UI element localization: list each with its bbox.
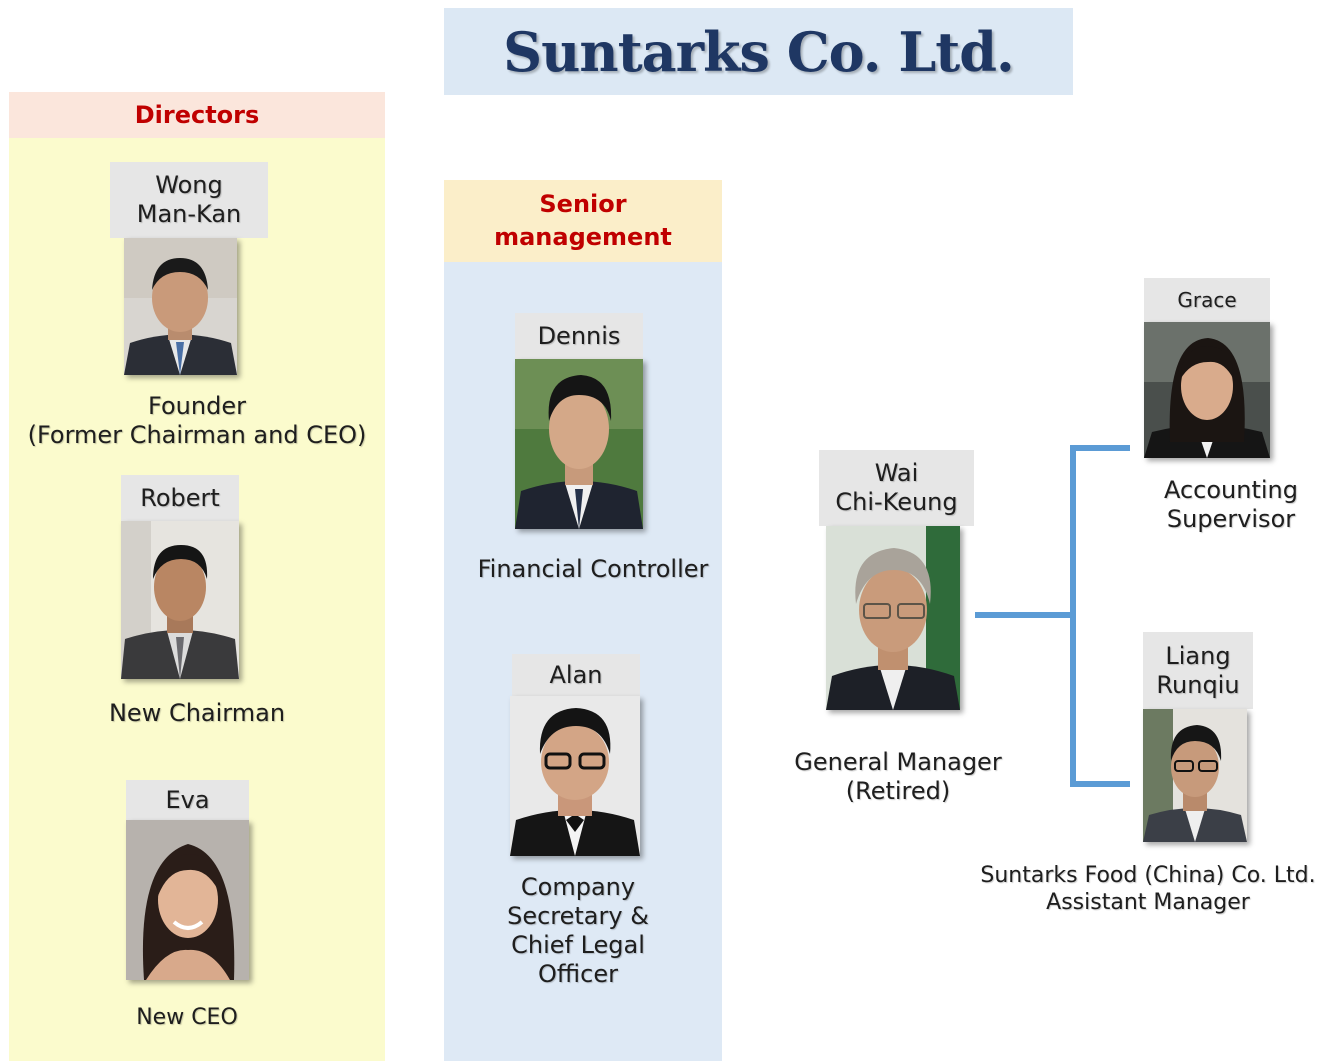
person-name-grace: Grace (1144, 278, 1270, 322)
photo-wai-chi-keung (826, 526, 960, 710)
name-line: Robert (140, 483, 220, 512)
role-line: General Manager (794, 748, 1002, 776)
role-line: Suntarks Food (China) Co. Ltd. (980, 863, 1316, 888)
role-line: Financial Controller (477, 555, 709, 583)
name-line: Man-Kan (136, 200, 242, 228)
role-line: Officer (538, 960, 618, 988)
directors-heading: Directors (134, 100, 260, 129)
title-banner: Suntarks Co. Ltd. (444, 8, 1073, 95)
company-title: Suntarks Co. Ltd. (503, 19, 1015, 84)
role-wong-man-kan: Founder (Former Chairman and CEO) (9, 392, 385, 450)
photo-liang-runqiu (1143, 709, 1247, 842)
portrait-icon (515, 359, 643, 529)
role-line: Founder (148, 392, 246, 420)
person-name-robert: Robert (121, 475, 239, 521)
role-wai-chi-keung: General Manager (Retired) (778, 748, 1018, 806)
role-eva: New CEO (9, 1004, 365, 1031)
person-name-liang-runqiu: Liang Runqiu (1143, 632, 1253, 709)
role-dennis: Financial Controller (444, 555, 742, 584)
heading-line: management (494, 223, 672, 251)
role-line: Supervisor (1166, 505, 1296, 533)
photo-dennis (515, 359, 643, 529)
portrait-icon (126, 820, 249, 980)
name-line: Runqiu (1156, 670, 1240, 699)
person-name-eva: Eva (126, 780, 249, 820)
senior-management-header: Senior management (444, 180, 722, 262)
portrait-icon (1143, 709, 1247, 842)
role-line: Accounting (1163, 476, 1298, 504)
role-line: New CEO (136, 1005, 238, 1030)
portrait-icon (826, 526, 960, 710)
name-line: Alan (549, 660, 603, 689)
role-liang-runqiu: Suntarks Food (China) Co. Ltd. Assistant… (978, 862, 1318, 916)
person-name-alan: Alan (512, 654, 640, 696)
name-line: Chi-Keung (835, 488, 958, 516)
portrait-icon (510, 696, 640, 856)
portrait-icon (1144, 322, 1270, 458)
directors-header: Directors (9, 92, 385, 138)
heading-line: Senior (539, 190, 627, 218)
photo-wong-man-kan (124, 238, 237, 375)
role-alan: Company Secretary & Chief Legal Officer (444, 873, 712, 989)
photo-eva (126, 820, 249, 980)
role-line: (Retired) (845, 777, 951, 805)
person-name-dennis: Dennis (515, 313, 643, 359)
name-line: Dennis (537, 321, 621, 350)
name-line: Eva (165, 785, 210, 814)
name-line: Grace (1177, 287, 1237, 312)
photo-grace (1144, 322, 1270, 458)
photo-alan (510, 696, 640, 856)
connector-bracket (1070, 445, 1130, 787)
person-name-wong-man-kan: Wong Man-Kan (110, 162, 268, 238)
portrait-icon (121, 521, 239, 679)
role-grace: Accounting Supervisor (1144, 476, 1318, 534)
name-line: Wai (874, 459, 919, 487)
role-robert: New Chairman (9, 699, 385, 728)
name-line: Wong (155, 171, 223, 199)
role-line: Company (520, 873, 636, 901)
person-name-wai-chi-keung: Wai Chi-Keung (819, 450, 974, 526)
senior-management-heading: Senior management (494, 188, 672, 254)
role-line: New Chairman (108, 699, 286, 727)
role-line: Chief Legal (511, 931, 645, 959)
name-line: Liang (1165, 641, 1231, 670)
role-line: Assistant Manager (1046, 890, 1250, 915)
portrait-icon (124, 238, 237, 375)
role-line: (Former Chairman and CEO) (27, 421, 367, 449)
photo-robert (121, 521, 239, 679)
role-line: Secretary & (507, 902, 649, 930)
